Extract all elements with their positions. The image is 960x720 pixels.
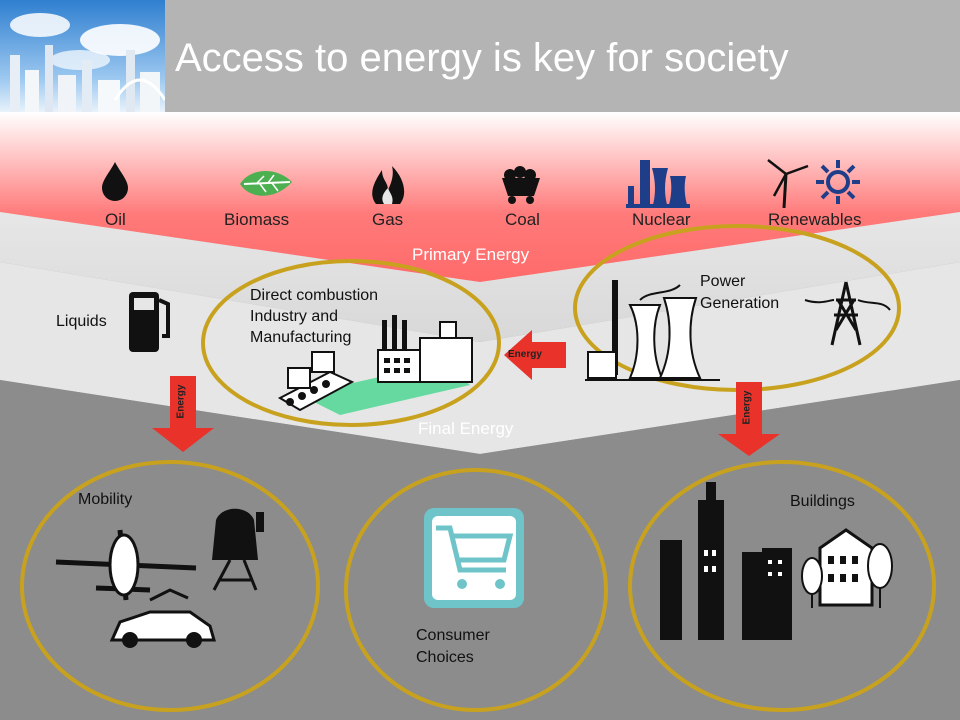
fuel-pump-icon xyxy=(129,292,170,352)
city-skyline-photo xyxy=(0,0,165,112)
subway-train-icon xyxy=(212,508,264,591)
shopping-cart-icon xyxy=(424,508,524,608)
house-trees-icon xyxy=(801,528,893,608)
energy-arrow-label-left: Energy xyxy=(175,384,187,419)
factory-icon xyxy=(300,315,473,415)
consumer-choices-line-1: Consumer xyxy=(416,627,490,644)
conveyor-boxes-icon xyxy=(277,351,355,412)
buildings-ellipse xyxy=(628,460,936,712)
direct-combustion-line-2: Industry and xyxy=(250,308,339,325)
flame-icon xyxy=(368,164,408,211)
consumer-choices-ellipse xyxy=(344,468,608,712)
power-generation-line-1: Power xyxy=(700,273,746,290)
liquids-label: Liquids xyxy=(56,313,107,330)
source-label-biomass: Biomass xyxy=(224,210,290,229)
mobility-label: Mobility xyxy=(78,491,133,508)
oil-drop-icon xyxy=(98,160,132,207)
final-energy-label: Final Energy xyxy=(418,419,514,438)
mobility-ellipse xyxy=(20,460,320,712)
consumer-choices-label: Consumer Choices xyxy=(416,625,490,669)
direct-combustion-line-3: Manufacturing xyxy=(250,329,352,346)
energy-arrow-down-left xyxy=(152,376,214,452)
primary-energy-label: Primary Energy xyxy=(412,245,530,264)
direct-combustion-line-1: Direct combustion xyxy=(250,287,379,304)
wind-sun-icon xyxy=(766,156,866,213)
source-label-gas: Gas xyxy=(372,210,404,229)
power-generation-label: Power Generation xyxy=(700,271,779,315)
direct-combustion-label: Direct combustion Industry and Manufactu… xyxy=(250,285,378,348)
source-label-nuclear: Nuclear xyxy=(632,210,691,229)
nuclear-plant-icon xyxy=(626,156,690,213)
energy-arrow-down-right xyxy=(718,382,780,456)
buildings-label: Buildings xyxy=(790,493,855,510)
coal-cart-icon xyxy=(498,166,544,211)
consumer-choices-line-2: Choices xyxy=(416,649,474,666)
leaf-icon xyxy=(236,166,296,207)
car-icon xyxy=(109,588,216,648)
source-label-oil: Oil xyxy=(105,210,126,229)
airplane-icon xyxy=(55,529,197,601)
city-buildings-icon xyxy=(660,482,792,640)
direct-combustion-ellipse xyxy=(201,259,501,427)
power-plant-icon xyxy=(585,280,720,381)
source-label-coal: Coal xyxy=(505,210,540,229)
source-label-renewables: Renewables xyxy=(768,210,862,229)
energy-arrow-left xyxy=(504,330,566,380)
power-generation-line-2: Generation xyxy=(700,295,780,312)
energy-arrow-label-middle: Energy xyxy=(508,349,542,360)
energy-arrow-label-right: Energy xyxy=(741,390,753,425)
page-title: Access to energy is key for society xyxy=(175,36,789,80)
power-pylon-icon xyxy=(804,281,891,346)
